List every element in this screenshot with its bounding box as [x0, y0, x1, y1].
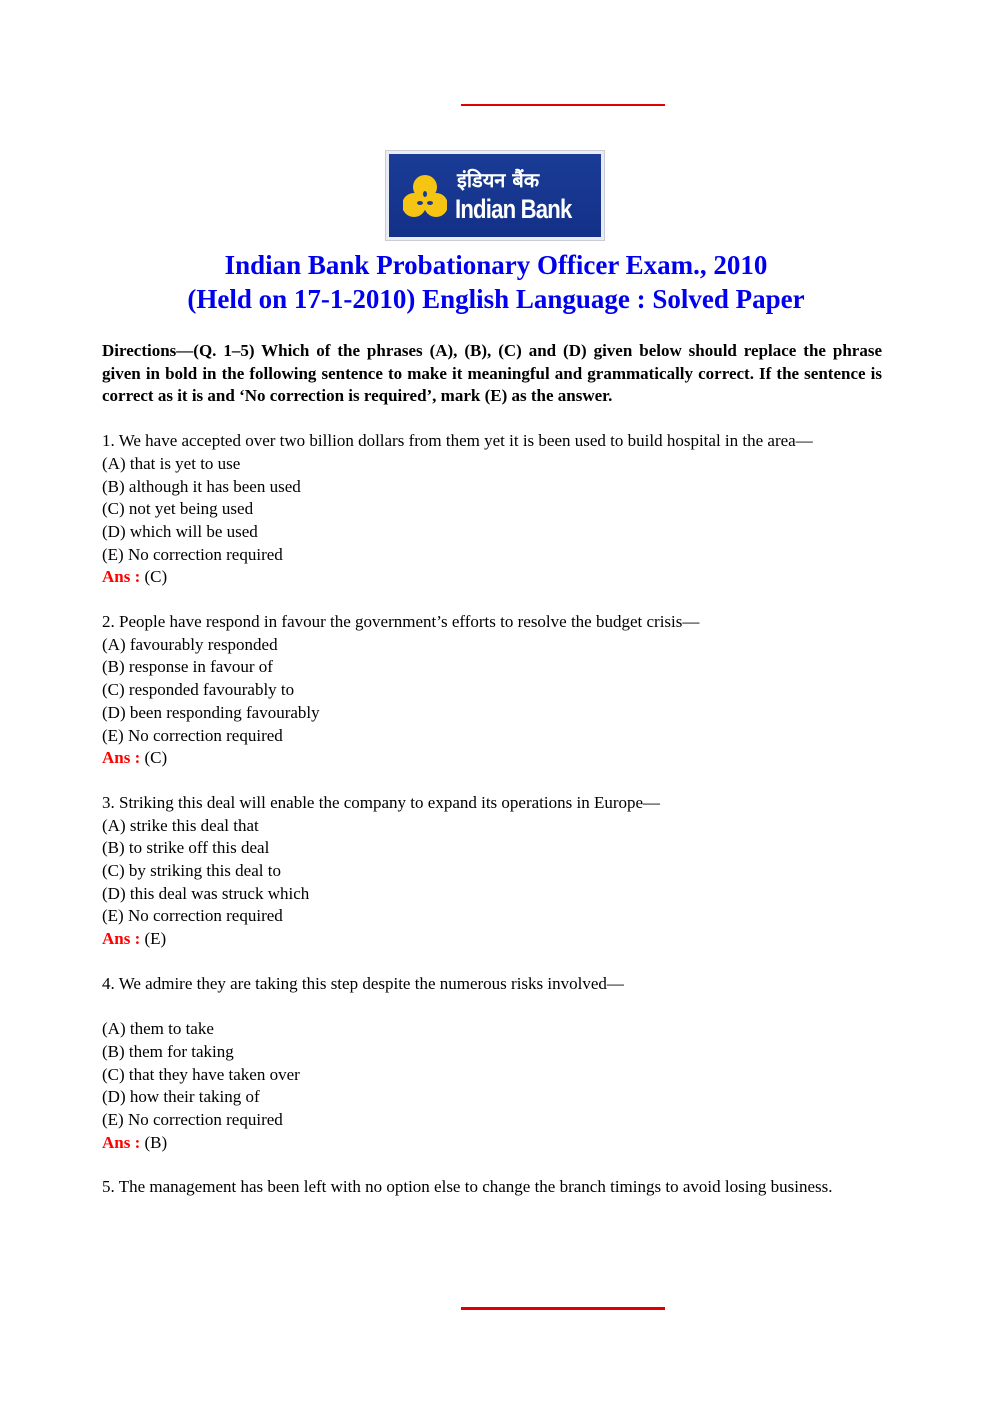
option-b: (B) to strike off this deal: [102, 838, 270, 858]
answer-label: Ans :: [102, 567, 141, 587]
answer-line: Ans : (E): [102, 928, 882, 951]
answer-label: Ans :: [102, 1132, 141, 1152]
question-text: 5. The management has been left with no …: [102, 1177, 833, 1197]
option-d: (D) which will be used: [102, 521, 258, 541]
option-a: (A) them to take: [102, 1019, 214, 1039]
question-text: 4. We admire they are taking this step d…: [102, 973, 624, 993]
question-4: 4. We admire they are taking this step d…: [102, 973, 882, 1155]
option-e: (E) No correction required: [102, 906, 283, 926]
indian-bank-logo: इंडियन बैंक Indian Bank: [385, 150, 605, 241]
option-c: (C) not yet being used: [102, 499, 254, 519]
answer-value: (E): [144, 929, 167, 949]
answer-label: Ans :: [102, 929, 141, 949]
question-5: 5. The management has been left with no …: [102, 1176, 882, 1199]
question-1: 1. We have accepted over two billion dol…: [102, 430, 882, 589]
answer-label: Ans :: [102, 748, 141, 768]
question-text: 2. People have respond in favour the gov…: [102, 612, 700, 632]
question-text: 1. We have accepted over two billion dol…: [102, 431, 813, 451]
option-a: (A) that is yet to use: [102, 453, 241, 473]
option-d: (D) this deal was struck which: [102, 883, 310, 903]
top-divider-line: [461, 104, 665, 106]
option-e: (E) No correction required: [102, 1110, 283, 1130]
directions-paragraph: Directions—(Q. 1–5) Which of the phrases…: [102, 341, 882, 406]
option-d: (D) how their taking of: [102, 1087, 260, 1107]
question-text: 3. Striking this deal will enable the co…: [102, 792, 661, 812]
option-c: (C) responded favourably to: [102, 680, 295, 700]
option-d: (D) been responding favourably: [102, 702, 320, 722]
option-a: (A) favourably responded: [102, 634, 278, 654]
option-e: (E) No correction required: [102, 725, 283, 745]
option-b: (B) response in favour of: [102, 657, 273, 677]
bottom-divider-line: [461, 1307, 665, 1310]
logo-hindi-text: इंडियन बैंक: [457, 168, 540, 192]
answer-value: (C): [144, 748, 168, 768]
answer-line: Ans : (B): [102, 1132, 882, 1155]
option-e: (E) No correction required: [102, 544, 283, 564]
blank-spacer: [102, 996, 882, 1019]
answer-value: (B): [144, 1132, 168, 1152]
answer-line: Ans : (C): [102, 566, 882, 589]
indian-bank-emblem-icon: [403, 175, 447, 217]
question-2: 2. People have respond in favour the gov…: [102, 611, 882, 770]
option-c: (C) that they have taken over: [102, 1064, 300, 1084]
document-body: Directions—(Q. 1–5) Which of the phrases…: [102, 340, 882, 1199]
logo-english-text: Indian Bank: [455, 194, 572, 224]
question-3: 3. Striking this deal will enable the co…: [102, 792, 882, 951]
option-c: (C) by striking this deal to: [102, 861, 281, 881]
page-title-line-2: (Held on 17-1-2010) English Language : S…: [187, 284, 805, 314]
option-b: (B) them for taking: [102, 1041, 234, 1061]
option-b: (B) although it has been used: [102, 476, 301, 496]
option-a: (A) strike this deal that: [102, 815, 259, 835]
answer-line: Ans : (C): [102, 747, 882, 770]
answer-value: (C): [144, 567, 168, 587]
page-title-line-1: Indian Bank Probationary Officer Exam., …: [224, 250, 768, 280]
